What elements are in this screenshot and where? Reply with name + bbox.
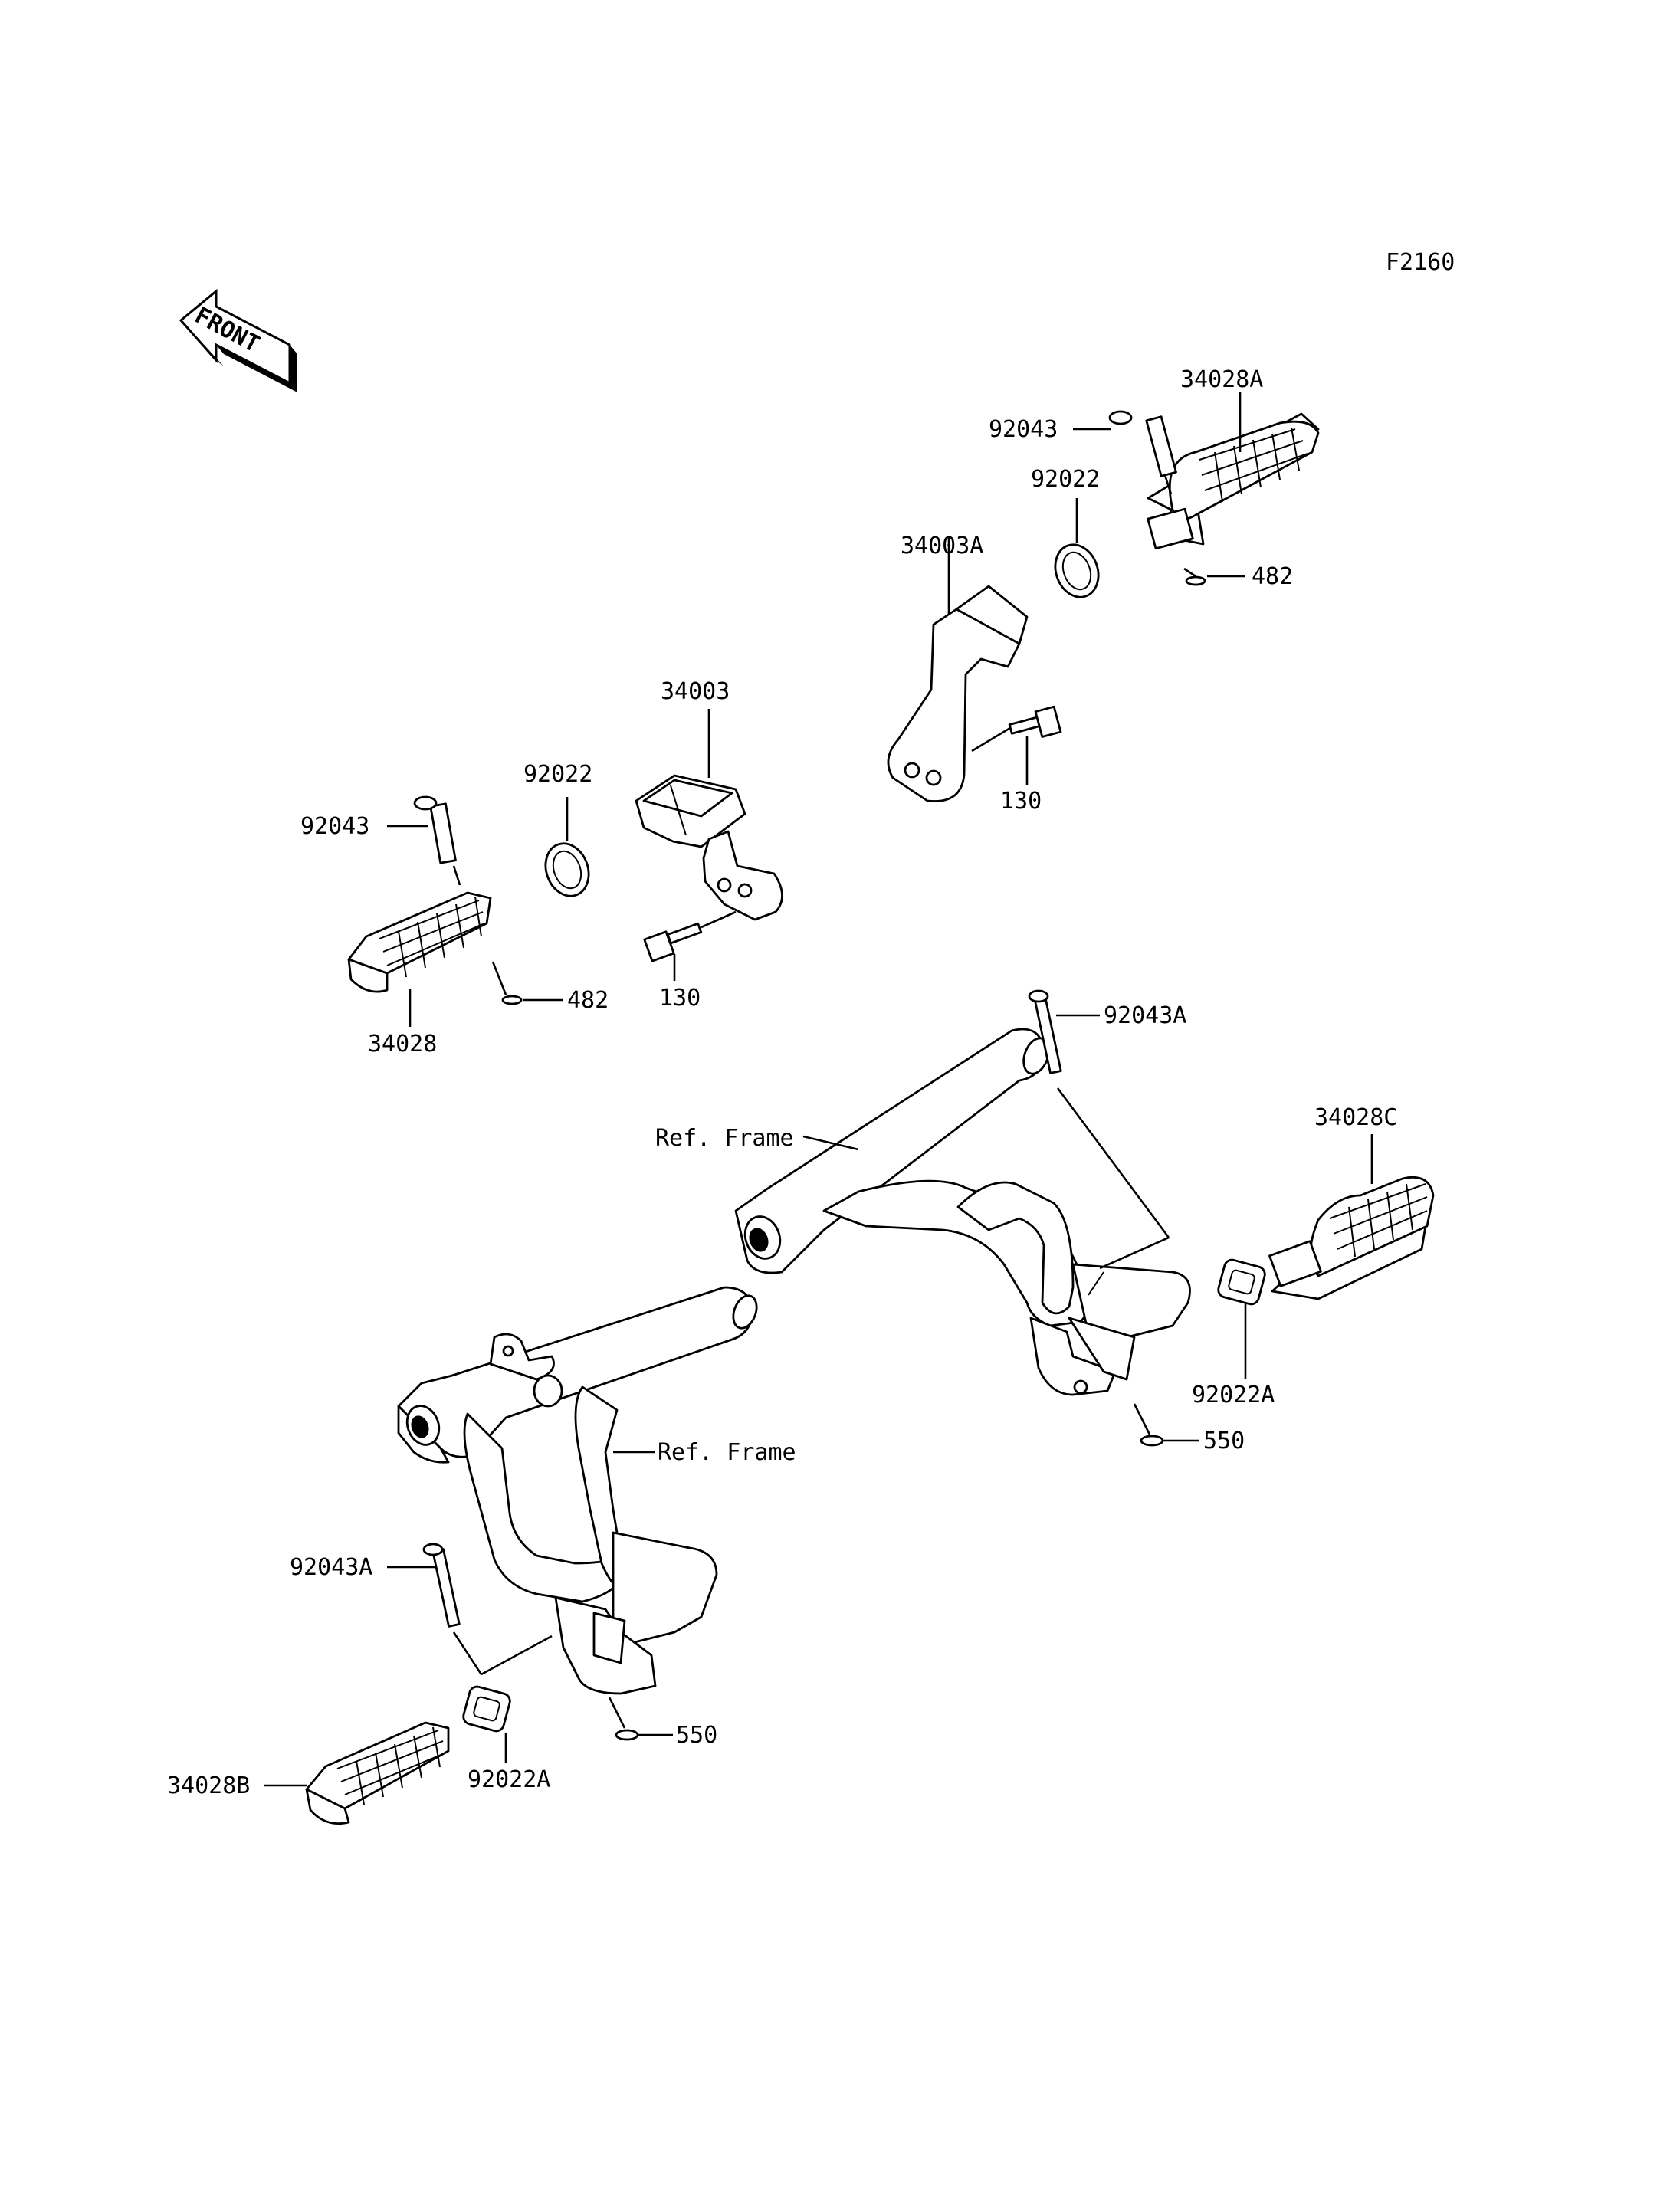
cotter-pin-482-right bbox=[1185, 575, 1206, 586]
front-arrow-icon: FRONT bbox=[179, 288, 297, 392]
frame-left bbox=[397, 1286, 758, 1695]
figure-code: F2160 bbox=[1386, 249, 1455, 276]
bracket-34003A bbox=[887, 585, 1029, 802]
label-92043-left: 92043 bbox=[300, 813, 369, 840]
label-34028B: 34028B bbox=[167, 1772, 250, 1799]
footpeg-34028A bbox=[1147, 412, 1320, 550]
label-92022A-left: 92022A bbox=[468, 1766, 550, 1793]
washer-92022-left bbox=[544, 842, 590, 897]
label-130-left: 130 bbox=[659, 985, 701, 1012]
label-92022A-right: 92022A bbox=[1192, 1382, 1275, 1408]
footpeg-34028C bbox=[1268, 1176, 1435, 1300]
washer-92022A-right bbox=[1217, 1258, 1266, 1306]
label-482-left: 482 bbox=[567, 987, 609, 1014]
label-34028: 34028 bbox=[368, 1031, 437, 1058]
clevis-pin-92043A-left bbox=[422, 1543, 461, 1628]
frame-right bbox=[734, 1028, 1191, 1396]
label-550-right: 550 bbox=[1203, 1428, 1245, 1454]
label-482-right: 482 bbox=[1252, 563, 1293, 590]
label-550-left: 550 bbox=[676, 1722, 717, 1749]
label-130-right: 130 bbox=[1000, 788, 1042, 815]
cotter-pin-550-left bbox=[615, 1729, 639, 1741]
bolt-130-left bbox=[643, 922, 703, 962]
washer-92022A-left bbox=[462, 1685, 511, 1733]
clevis-pin-92043-right bbox=[1108, 410, 1177, 477]
label-34028C: 34028C bbox=[1314, 1104, 1397, 1131]
clevis-pin-92043A-right bbox=[1028, 989, 1062, 1074]
washer-92022-right bbox=[1054, 543, 1100, 598]
label-34003: 34003 bbox=[661, 678, 730, 705]
cotter-pin-482-left bbox=[501, 995, 523, 1005]
footpeg-34028 bbox=[347, 891, 492, 993]
label-92043A-left: 92043A bbox=[290, 1554, 372, 1581]
label-92043-right: 92043 bbox=[989, 416, 1058, 443]
cotter-pin-550-right bbox=[1140, 1435, 1164, 1447]
label-34028A: 34028A bbox=[1180, 366, 1263, 393]
bolt-130-right bbox=[1008, 705, 1062, 738]
label-92043A-right: 92043A bbox=[1104, 1002, 1186, 1029]
label-ref-frame-right: Ref. Frame bbox=[655, 1125, 794, 1152]
clevis-pin-92043-left bbox=[413, 795, 457, 864]
label-92022-left: 92022 bbox=[523, 761, 592, 788]
footpeg-34028B bbox=[305, 1721, 450, 1825]
bracket-34003 bbox=[635, 774, 783, 921]
label-34003A: 34003A bbox=[901, 533, 983, 559]
label-ref-frame-left: Ref. Frame bbox=[658, 1439, 796, 1466]
label-92022-right: 92022 bbox=[1031, 466, 1100, 493]
